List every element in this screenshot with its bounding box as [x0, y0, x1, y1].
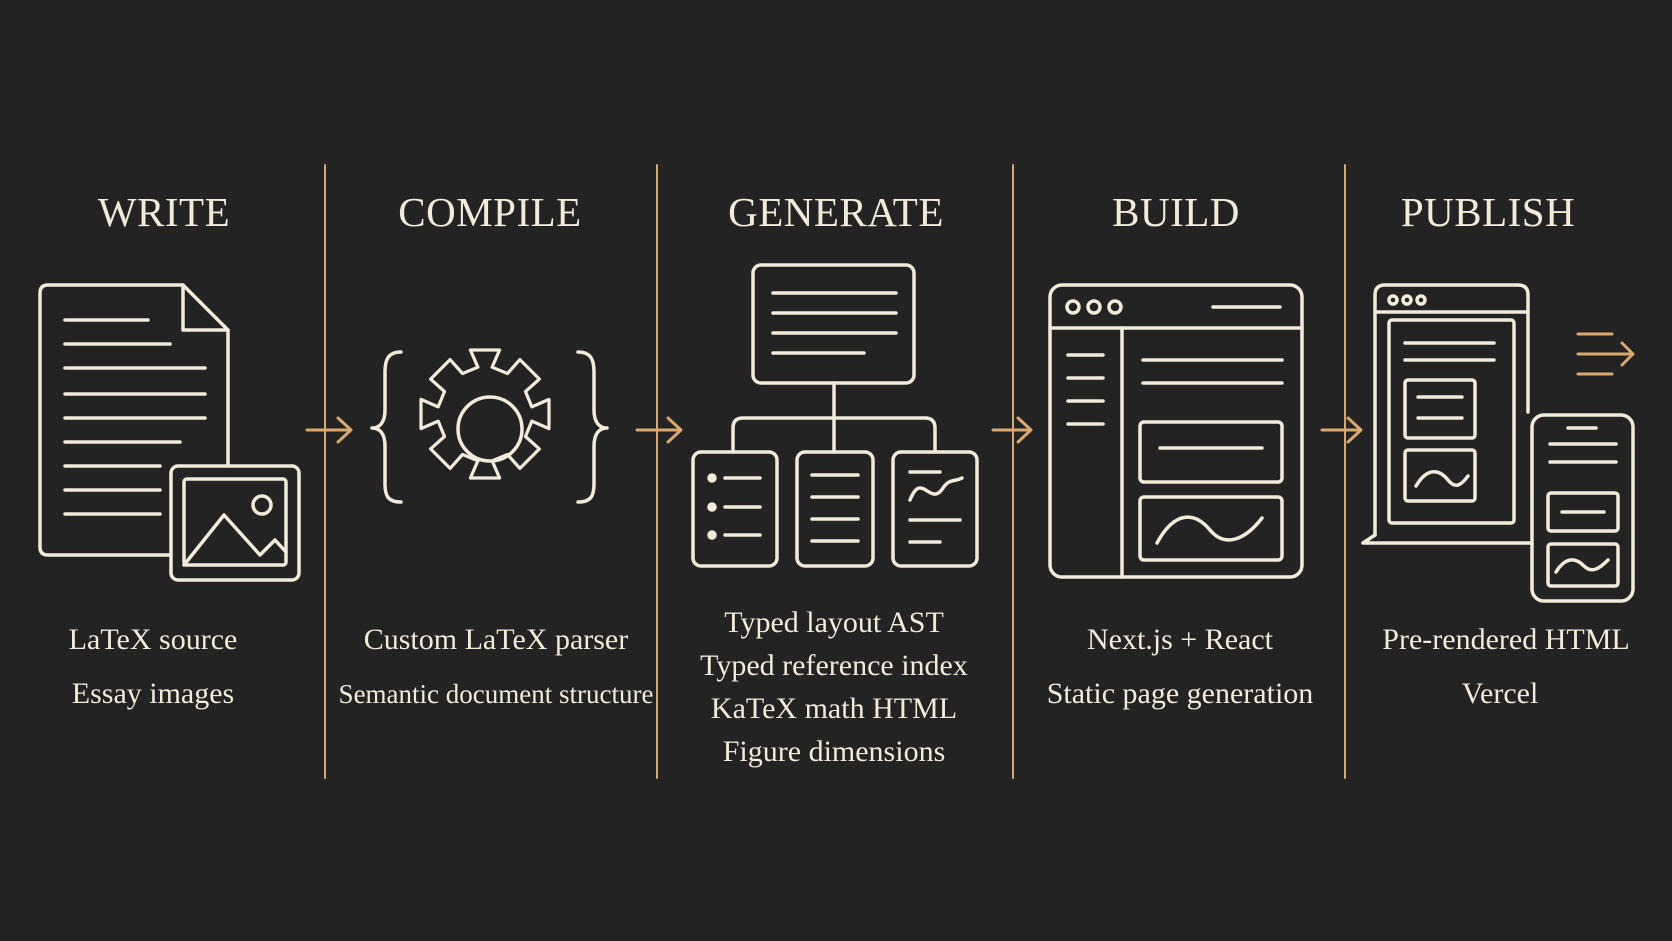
stage-desc-build-2: Static page generation [1046, 677, 1314, 710]
stage-desc-write-2: Essay images [71, 677, 235, 710]
right-arrow-icon [991, 416, 1033, 444]
stage-desc-write-1: LaTeX source [68, 623, 238, 656]
stage-title-publish: PUBLISH [1400, 189, 1576, 235]
browser-window-icon [1048, 283, 1304, 579]
stage-desc-generate-4: Figure dimensions [722, 735, 946, 768]
document-with-image-icon [38, 283, 301, 582]
stage-title-generate: GENERATE [728, 189, 944, 235]
stage-title-write: WRITE [97, 189, 231, 235]
stage-desc-build-1: Next.js + React [1086, 623, 1274, 656]
stage-desc-compile-2: Semantic document structure [338, 679, 654, 709]
stage-desc-generate-3: KaTeX math HTML [710, 692, 958, 725]
right-arrow-icon [635, 416, 683, 444]
right-arrow-icon [1320, 416, 1363, 444]
stage-title-build: BUILD [1112, 189, 1240, 235]
stage-desc-generate-1: Typed layout AST [724, 606, 944, 639]
laptop-and-phone-icon [1361, 283, 1635, 603]
gear-in-braces-icon [370, 348, 609, 504]
right-arrow-icon [305, 416, 353, 444]
stage-title-compile: COMPILE [398, 189, 582, 235]
stage-desc-publish-2: Vercel [1461, 677, 1539, 710]
stage-desc-compile-1: Custom LaTeX parser [363, 623, 629, 656]
stage-desc-generate-2: Typed reference index [700, 649, 968, 682]
stage-desc-publish-1: Pre-rendered HTML [1382, 623, 1630, 656]
document-tree-icon [691, 263, 979, 568]
